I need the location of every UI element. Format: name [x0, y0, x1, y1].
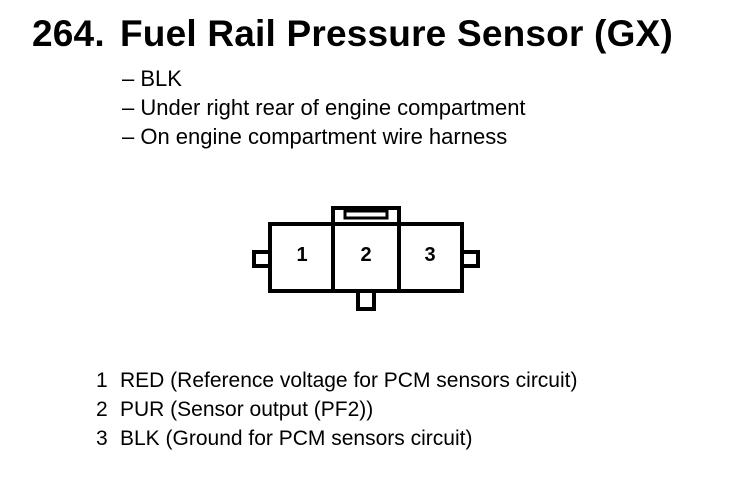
notes-list: – BLK – Under right rear of engine compa…: [122, 64, 526, 151]
right-latch: [460, 250, 480, 268]
pin-number: 3: [96, 427, 108, 450]
pin-number: 1: [96, 369, 108, 392]
component-name: Fuel Rail Pressure Sensor (GX): [120, 13, 673, 54]
pin-description: RED (Reference voltage for PCM sensors c…: [120, 369, 578, 392]
pin-description: PUR (Sensor output (PF2)): [120, 398, 374, 421]
component-number: 264.: [32, 13, 105, 54]
pin-label-2: 2: [360, 244, 371, 266]
connector-body: [268, 222, 464, 293]
pin-row: 1 RED (Reference voltage for PCM sensors …: [96, 366, 577, 395]
pin-assignment-list: 1 RED (Reference voltage for PCM sensors …: [96, 366, 577, 453]
top-key-slot: [343, 209, 389, 220]
pin-number: 2: [96, 398, 108, 421]
note-color: – BLK: [122, 66, 182, 91]
pin-row: 2 PUR (Sensor output (PF2)): [96, 395, 577, 424]
note-location: – Under right rear of engine compartment: [122, 95, 526, 120]
bottom-tab: [356, 289, 376, 311]
pin-label-1: 1: [296, 244, 307, 266]
page-title: 264. Fuel Rail Pressure Sensor (GX): [32, 12, 673, 56]
pin-row: 3 BLK (Ground for PCM sensors circuit): [96, 424, 577, 453]
pin-label-3: 3: [424, 244, 435, 266]
left-latch: [252, 250, 272, 268]
pin-description: BLK (Ground for PCM sensors circuit): [120, 427, 473, 450]
note-harness: – On engine compartment wire harness: [122, 124, 508, 149]
